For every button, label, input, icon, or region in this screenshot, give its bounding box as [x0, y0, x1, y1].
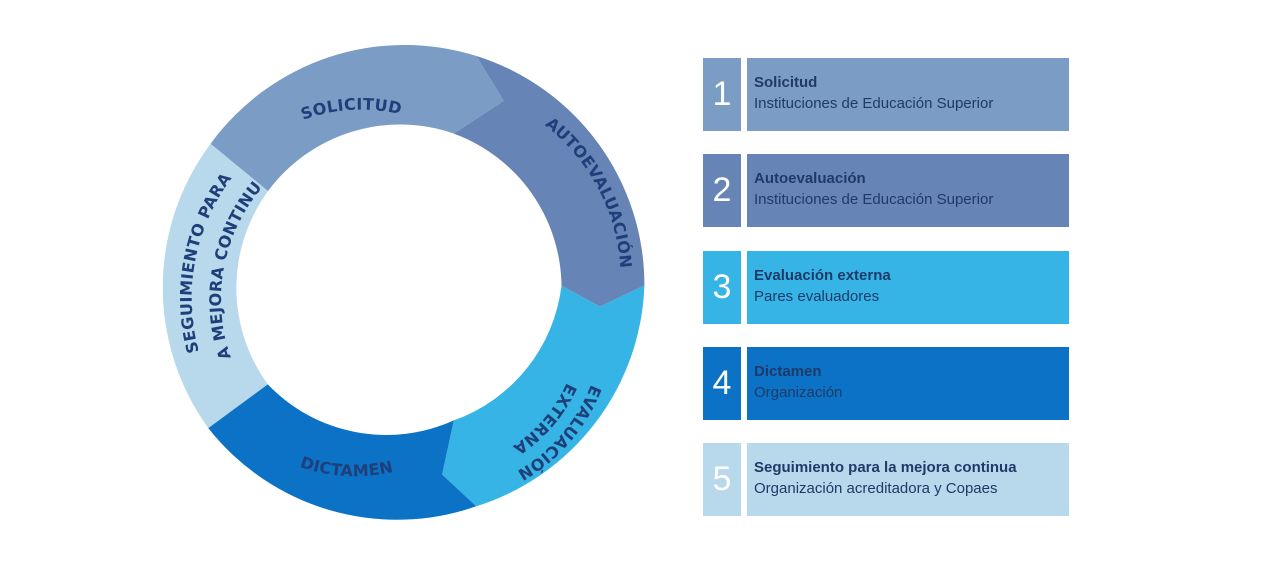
- steps-list: 1 Solicitud Instituciones de Educación S…: [703, 0, 1073, 571]
- step-card: Seguimiento para la mejora continua Orga…: [747, 443, 1069, 516]
- step-subtitle: Instituciones de Educación Superior: [754, 191, 994, 208]
- step-title: Autoevaluación: [754, 170, 866, 187]
- step-subtitle: Instituciones de Educación Superior: [754, 95, 994, 112]
- step-number: 5: [703, 443, 741, 516]
- step-card: Autoevaluación Instituciones de Educació…: [747, 154, 1069, 227]
- step-title: Solicitud: [754, 74, 818, 91]
- step-card: Evaluación externa Pares evaluadores: [747, 251, 1069, 324]
- step-title: Dictamen: [754, 363, 822, 380]
- step-autoevaluacion: 2 Autoevaluación Instituciones de Educac…: [703, 154, 1069, 227]
- cycle-diagram: SOLICITUD AUTOEVALUACIÓN EVALUACIÓN EXTE…: [0, 0, 645, 520]
- step-seguimiento: 5 Seguimiento para la mejora continua Or…: [703, 443, 1069, 516]
- step-solicitud: 1 Solicitud Instituciones de Educación S…: [703, 58, 1069, 131]
- step-number: 3: [703, 251, 741, 324]
- cycle-segment-autoevaluacion: [453, 56, 645, 307]
- step-subtitle: Organización: [754, 384, 843, 401]
- cycle-segment-evaluacion-externa: [442, 285, 645, 507]
- step-title: Evaluación externa: [754, 267, 891, 284]
- step-number: 4: [703, 347, 741, 420]
- step-card: Solicitud Instituciones de Educación Sup…: [747, 58, 1069, 131]
- step-number: 2: [703, 154, 741, 227]
- step-title: Seguimiento para la mejora continua: [754, 459, 1017, 476]
- cycle-segment-seguimiento: [162, 143, 269, 429]
- step-card: Dictamen Organización: [747, 347, 1069, 420]
- step-subtitle: Organización acreditadora y Copaes: [754, 480, 998, 497]
- step-dictamen: 4 Dictamen Organización: [703, 347, 1069, 420]
- step-subtitle: Pares evaluadores: [754, 288, 880, 305]
- step-number: 1: [703, 58, 741, 131]
- cycle-segment-solicitud: [210, 44, 504, 191]
- step-evaluacion-externa: 3 Evaluación externa Pares evaluadores: [703, 251, 1069, 324]
- cycle-segment-dictamen: [208, 384, 477, 520]
